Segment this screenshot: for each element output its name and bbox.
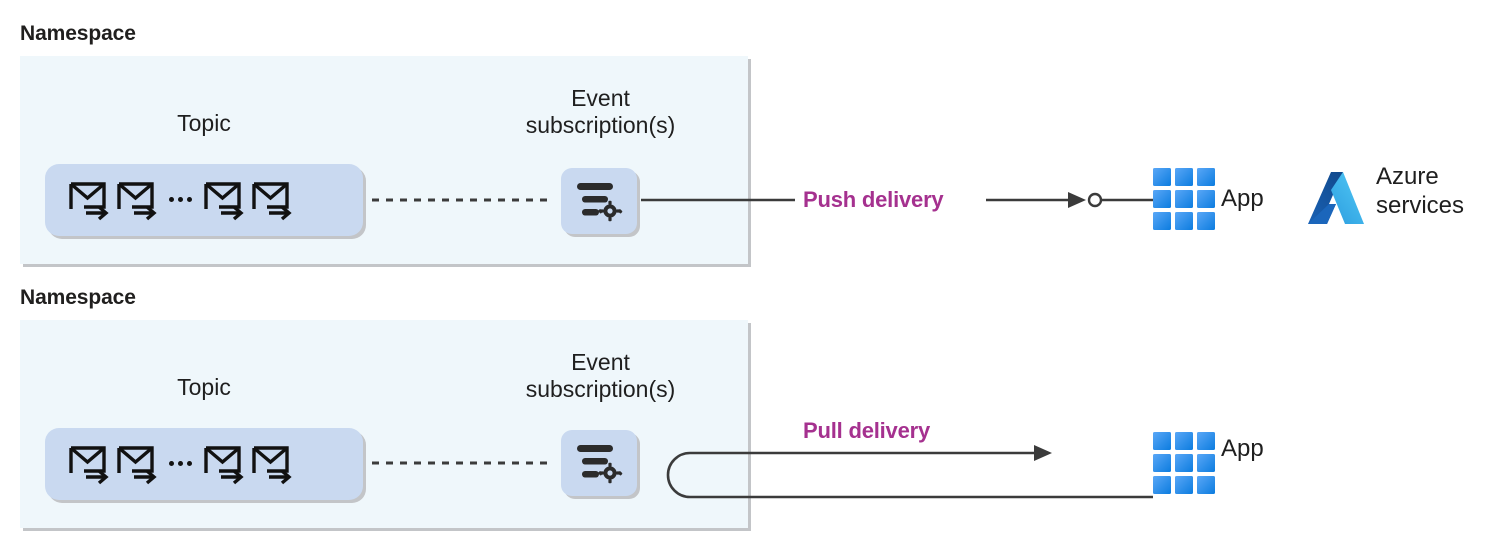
envelope-arrow-icon [251,440,293,486]
topic-pill-bottom [45,428,363,500]
ellipsis-icon-bottom [164,460,197,466]
envelope-row-top [68,176,293,222]
topic-label-bottom: Topic [177,374,231,400]
app-grid-icon [1153,432,1215,494]
envelope-arrow-icon [68,176,110,222]
pull-arrowhead [1034,445,1052,461]
push-endpoint-circle [1087,192,1103,208]
push-arrowhead [1068,192,1086,208]
topic-pill-top [45,164,363,236]
pull-delivery-label: Pull delivery [803,418,931,443]
azure-logo-icon [1305,170,1367,228]
push-delivery-label: Push delivery [803,187,944,212]
envelope-arrow-icon [116,176,158,222]
app-grid-icon [1153,168,1215,230]
app-label-bottom: App [1221,435,1264,462]
envelope-arrow-icon [203,440,245,486]
namespace-title-bottom: Namespace [20,286,136,309]
envelope-arrow-icon [251,176,293,222]
azure-services-label: Azure services [1376,163,1465,219]
subscription-label-top: Event subscription(s) [525,85,676,139]
filter-gear-icon [575,442,623,484]
ellipsis-icon-top [164,196,197,202]
namespace-title-top: Namespace [20,22,136,45]
envelope-row-bottom [68,440,293,486]
envelope-arrow-icon [203,176,245,222]
subscription-label-bottom: Event subscription(s) [525,349,676,403]
app-label-top: App [1221,185,1264,212]
envelope-arrow-icon [68,440,110,486]
filter-gear-icon [575,180,623,222]
topic-label-top: Topic [177,110,231,136]
envelope-arrow-icon [116,440,158,486]
